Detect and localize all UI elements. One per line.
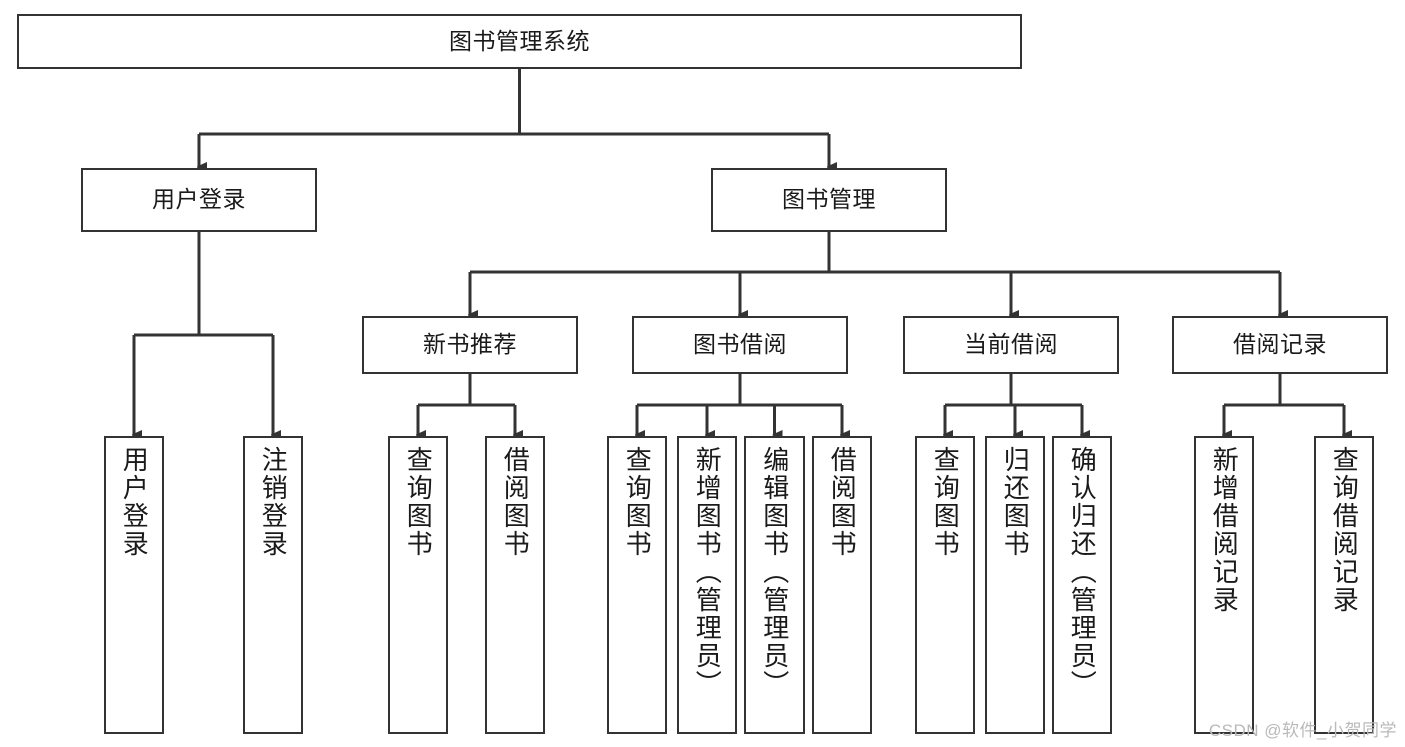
node-leaf-add-record[interactable]: 新增借阅记录 (1194, 436, 1254, 734)
node-label: 编辑图书（管理员） (759, 446, 790, 698)
connector-edges (134, 69, 1344, 435)
node-label: 新增图书（管理员） (692, 446, 723, 698)
node-label: 查询图书 (403, 446, 434, 558)
node-leaf-query-book-1[interactable]: 查询图书 (388, 436, 448, 734)
node-leaf-return-book[interactable]: 归还图书 (985, 436, 1045, 734)
node-leaf-user-login[interactable]: 用户登录 (104, 436, 164, 734)
node-root[interactable]: 图书管理系统 (17, 14, 1022, 69)
node-label: 用户登录 (152, 186, 246, 213)
node-book-manage[interactable]: 图书管理 (711, 168, 947, 232)
node-label: 注销登录 (258, 446, 289, 558)
node-label: 图书借阅 (693, 331, 787, 358)
node-label: 图书管理系统 (449, 27, 590, 54)
node-leaf-confirm-return[interactable]: 确认归还（管理员） (1052, 436, 1112, 734)
node-leaf-borrow-book-1[interactable]: 借阅图书 (485, 436, 545, 734)
node-leaf-edit-book[interactable]: 编辑图书（管理员） (744, 436, 805, 734)
node-book-borrow[interactable]: 图书借阅 (632, 316, 848, 374)
node-new-book-recommend[interactable]: 新书推荐 (362, 316, 578, 374)
node-label: 借阅图书 (827, 446, 858, 558)
node-label: 查询借阅记录 (1329, 446, 1360, 614)
node-label: 借阅图书 (500, 446, 531, 558)
node-current-borrow[interactable]: 当前借阅 (903, 316, 1119, 374)
watermark-text: CSDN @软件_小贺同学 (1208, 721, 1397, 740)
node-label: 查询图书 (622, 446, 653, 558)
node-label: 新书推荐 (423, 331, 517, 358)
node-label: 当前借阅 (964, 331, 1058, 358)
node-borrow-record[interactable]: 借阅记录 (1172, 316, 1388, 374)
node-leaf-query-record[interactable]: 查询借阅记录 (1314, 436, 1374, 734)
node-leaf-logout[interactable]: 注销登录 (243, 436, 303, 734)
node-leaf-borrow-book-2[interactable]: 借阅图书 (812, 436, 872, 734)
node-label: 新增借阅记录 (1209, 446, 1240, 614)
node-label: 图书管理 (782, 186, 876, 213)
node-leaf-query-book-3[interactable]: 查询图书 (915, 436, 975, 734)
node-label: 确认归还（管理员） (1067, 446, 1098, 698)
node-user-login[interactable]: 用户登录 (81, 168, 317, 232)
node-label: 归还图书 (1000, 446, 1031, 558)
node-leaf-query-book-2[interactable]: 查询图书 (607, 436, 667, 734)
node-label: 借阅记录 (1233, 331, 1327, 358)
node-label: 用户登录 (119, 446, 150, 558)
node-leaf-add-book[interactable]: 新增图书（管理员） (677, 436, 737, 734)
node-label: 查询图书 (930, 446, 961, 558)
